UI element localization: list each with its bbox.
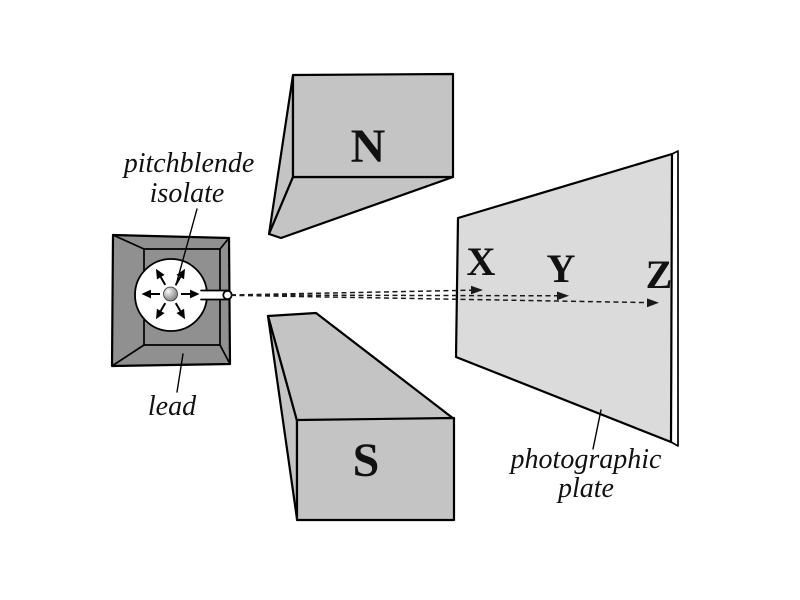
lead-block-corner-edge xyxy=(111,344,145,367)
plate-pointer-line xyxy=(592,409,602,450)
pitchblende-label-line1: pitchblende xyxy=(122,148,255,179)
photographic-plate xyxy=(454,150,679,447)
south-magnet-front-face xyxy=(295,416,456,522)
emission-arrows xyxy=(141,268,200,320)
south-pole-label: S xyxy=(353,434,380,487)
emission-arrow xyxy=(174,302,185,320)
lead-annotation: lead xyxy=(148,353,197,422)
lead-label: lead xyxy=(148,391,197,422)
pitchblende-annotation: pitchblende isolate xyxy=(122,148,255,286)
lead-pointer-line xyxy=(176,353,184,393)
north-pole-label: N xyxy=(351,120,386,173)
ray-y-beam xyxy=(230,294,558,297)
plate-label-line2: plate xyxy=(556,473,614,504)
lead-block-corner-edge xyxy=(219,344,231,365)
lead-block-corner-edge xyxy=(219,237,230,250)
ray-y-label: Y xyxy=(547,246,576,291)
north-magnet-front-face xyxy=(291,72,455,179)
emission-arrow xyxy=(181,289,200,299)
pitchblende-label-line2: isolate xyxy=(150,178,225,209)
ray-x-label: X xyxy=(467,239,496,284)
ray-z-label: Z xyxy=(646,252,673,297)
south-pole-magnet: S xyxy=(266,311,456,522)
ray-x-beam xyxy=(230,289,472,296)
plate-annotation: photographic plate xyxy=(509,409,662,504)
exit-aperture xyxy=(222,289,233,301)
ray-x-arrowhead xyxy=(471,285,483,295)
lead-block-corner-edge xyxy=(112,234,145,250)
ray-z-arrowhead xyxy=(647,298,659,308)
pitchblende-sample xyxy=(163,286,178,302)
ray-y-arrowhead xyxy=(557,291,569,301)
emission-arrow xyxy=(156,268,167,286)
plate-label-line1: photographic xyxy=(509,444,662,475)
emission-arrow xyxy=(156,302,167,320)
lead-block xyxy=(110,233,233,368)
collimator-channel xyxy=(198,291,228,299)
ray-z-beam xyxy=(230,294,648,304)
emission-arrow xyxy=(141,289,160,299)
plate-front-face xyxy=(454,152,674,444)
north-pole-magnet: N xyxy=(267,72,455,240)
ray-beams xyxy=(230,285,659,308)
pitchblende-pointer-line xyxy=(175,208,198,286)
